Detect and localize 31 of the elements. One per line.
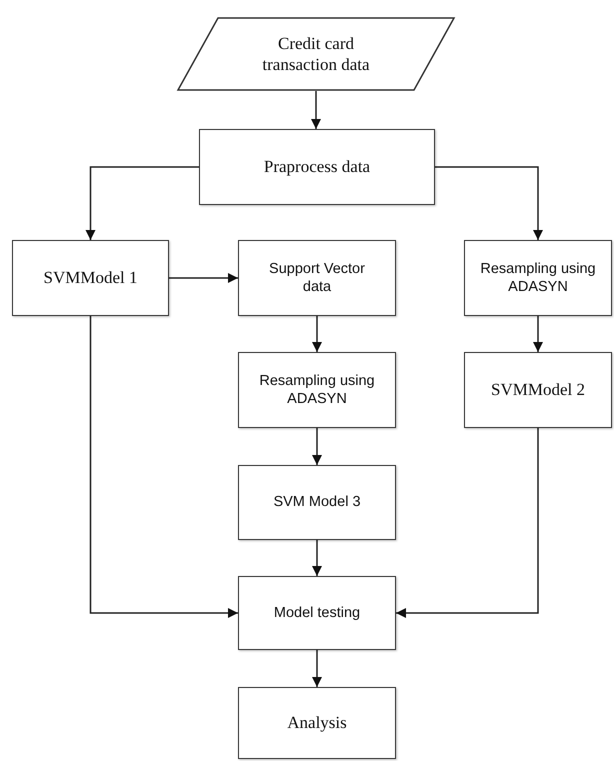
arrow bbox=[312, 428, 322, 465]
node-label: Support Vector data bbox=[268, 260, 366, 296]
arrow bbox=[312, 650, 322, 687]
arrow bbox=[533, 316, 543, 352]
arrow bbox=[90, 316, 238, 618]
node-label: SVMModel 1 bbox=[42, 267, 138, 289]
process-box bbox=[464, 352, 612, 428]
arrow bbox=[86, 166, 199, 240]
process-box bbox=[464, 240, 612, 316]
node-label: Model testing bbox=[272, 604, 362, 622]
arrow bbox=[311, 91, 321, 129]
node-label: Credit card transaction data bbox=[261, 32, 371, 76]
arrow bbox=[435, 166, 543, 240]
process-box bbox=[12, 240, 169, 316]
arrow bbox=[396, 428, 539, 618]
node-label: SVM Model 3 bbox=[272, 493, 362, 512]
node-label: SVMModel 2 bbox=[490, 379, 586, 401]
process-box bbox=[238, 687, 396, 759]
arrow bbox=[169, 273, 238, 283]
node-label: Resampling using ADASYN bbox=[258, 372, 376, 408]
process-box bbox=[238, 465, 396, 540]
process-box bbox=[238, 352, 396, 428]
process-box bbox=[199, 129, 435, 205]
node-label: Resampling using ADASYN bbox=[479, 260, 597, 296]
arrow bbox=[312, 540, 322, 576]
input-data-parallelogram bbox=[177, 17, 455, 91]
process-box bbox=[238, 240, 396, 316]
node-label: Analysis bbox=[286, 712, 348, 734]
node-label: Praprocess data bbox=[262, 156, 372, 178]
process-box bbox=[238, 576, 396, 650]
arrow bbox=[312, 316, 322, 352]
